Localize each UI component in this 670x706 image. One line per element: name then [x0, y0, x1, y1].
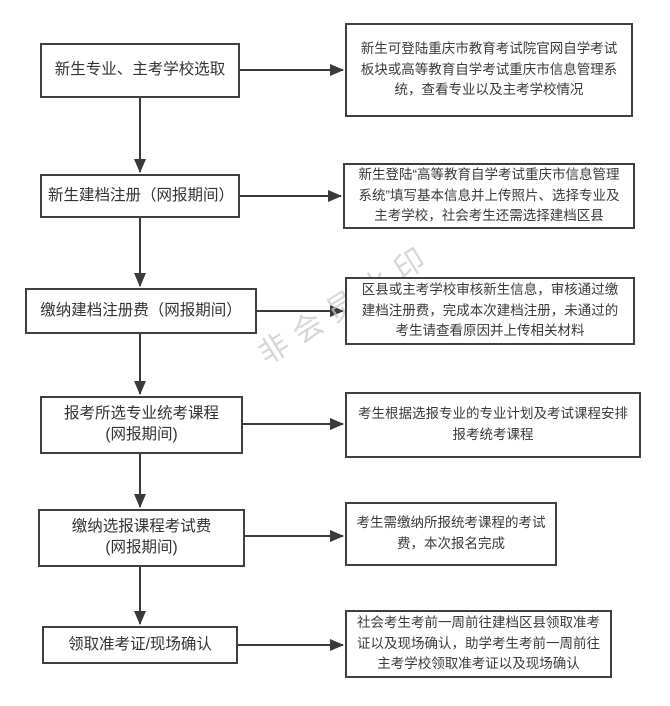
flow-step-description: 考生根据选报专业的专业计划及考试课程安排报考统考课程: [358, 406, 628, 442]
flow-step-description-box-5: 考生需缴纳所报统考课程的考试费，本次报名完成: [345, 502, 557, 566]
flow-step-description: 新生登陆“高等教育自学考试重庆市信息管理系统”填写基本信息并上传照片、选择专业及…: [358, 166, 620, 224]
flow-step-label: 缴纳建档注册费（网报期间）: [40, 301, 242, 319]
flow-step-box-1: 新生专业、主考学校选取: [40, 43, 240, 98]
flow-step-box-5: 缴纳选报课程考试费 (网报期间): [38, 509, 245, 567]
flow-step-description: 新生可登陆重庆市教育考试院官网自学考试板块或高等教育自学考试重庆市信息管理系统，…: [360, 40, 618, 98]
flow-step-label: 新生专业、主考学校选取: [54, 61, 226, 79]
flow-step-description-box-1: 新生可登陆重庆市教育考试院官网自学考试板块或高等教育自学考试重庆市信息管理系统，…: [345, 23, 633, 117]
flow-step-description-box-4: 考生根据选报专业的专业计划及考试课程安排报考统考课程: [345, 392, 641, 458]
flow-step-description-box-6: 社会考生考前一周前往建档区县领取准考证以及现场确认，助学考生考前一周前往主考学校…: [345, 610, 612, 678]
flow-step-box-4: 报考所选专业统考课程 (网报期间): [40, 396, 243, 454]
flow-step-label: 缴纳选报课程考试费 (网报期间): [71, 518, 212, 556]
flow-step-label: 新生建档注册（网报期间）: [48, 186, 235, 204]
flow-step-description: 社会考生考前一周前往建档区县领取准考证以及现场确认，助学考生考前一周前往主考学校…: [357, 614, 600, 672]
flow-step-box-2: 新生建档注册（网报期间）: [40, 174, 240, 218]
flow-step-description-box-2: 新生登陆“高等教育自学考试重庆市信息管理系统”填写基本信息并上传照片、选择专业及…: [343, 163, 635, 229]
flow-step-label: 报考所选专业统考课程 (网报期间): [63, 405, 219, 443]
flow-step-description: 考生需缴纳所报统考课程的考试费，本次报名完成: [356, 515, 546, 551]
flow-step-box-3: 缴纳建档注册费（网报期间）: [25, 288, 257, 334]
flow-step-label: 领取准考证/现场确认: [68, 635, 212, 653]
flow-step-description: 区县或主考学校审核新生信息，审核通过缴建档注册费，完成本次建档注册，未通过的考生…: [361, 281, 619, 339]
flow-step-description-box-3: 区县或主考学校审核新生信息，审核通过缴建档注册费，完成本次建档注册，未通过的考生…: [345, 277, 635, 345]
flow-step-box-6: 领取准考证/现场确认: [42, 626, 238, 664]
